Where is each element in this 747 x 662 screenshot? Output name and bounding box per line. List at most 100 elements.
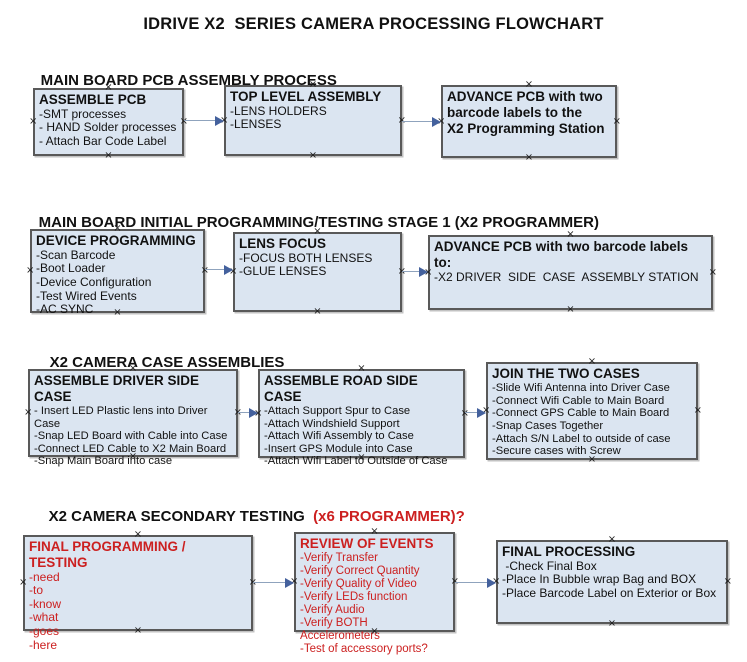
box-item: -Verify Correct Quantity	[300, 564, 420, 577]
box-item: -Verify Audio	[300, 603, 365, 616]
box-item: -SMT processes	[39, 106, 127, 121]
box-title: JOIN THE TWO CASES	[492, 366, 640, 381]
box-item: -X2 DRIVER SIDE CASE ASSEMBLY STATION	[434, 269, 699, 284]
box-title: ADVANCE PCB with two barcode labels to t…	[447, 89, 605, 136]
connection-point-icon: ×	[612, 115, 621, 127]
section-heading-pcb-assembly: MAIN BOARD PCB ASSEMBLY PROCESS	[24, 55, 337, 106]
box-item-list: -Verify Transfer-Verify Correct Quantity…	[300, 552, 449, 656]
box-item-list: -X2 DRIVER SIDE CASE ASSEMBLY STATION	[434, 269, 707, 285]
box-item: -Snap Cases Together	[492, 419, 604, 432]
box-item: -Place Barcode Label on Exterior or Box	[502, 586, 717, 601]
box-item-list: - Insert LED Plastic lens into Driver Ca…	[34, 405, 232, 468]
flow-box-assemble-pcb[interactable]: ASSEMBLE PCB -SMT processes- HAND Solder…	[29, 83, 188, 161]
box-item: -Verify Quality of Video	[300, 577, 417, 590]
box-item-list: -SMT processes- HAND Solder processes- A…	[39, 106, 178, 149]
box-title: ASSEMBLE DRIVER SIDE CASE	[34, 373, 200, 404]
section-heading-text: X2 CAMERA SECONDARY TESTING	[48, 508, 305, 525]
arrow-line	[455, 582, 489, 583]
box-item-list: -Scan Barcode-Boot Loader-Device Configu…	[36, 248, 199, 317]
arrow-head-icon	[224, 265, 233, 275]
box-title: TOP LEVEL ASSEMBLY	[230, 89, 382, 104]
flow-box-review-of-events[interactable]: REVIEW OF EVENTS -Verify Transfer-Verify…	[290, 527, 459, 655]
box-item: -here	[29, 637, 58, 652]
section-heading-initial-programming: MAIN BOARD INITIAL PROGRAMMING/TESTING S…	[22, 197, 599, 248]
connection-point-icon: ×	[313, 306, 322, 317]
connection-point-icon: ×	[607, 618, 617, 629]
connection-point-icon: ×	[19, 577, 28, 588]
box-item: -know	[29, 596, 62, 611]
flow-box-device-programming[interactable]: DEVICE PROGRAMMING -Scan Barcode-Boot Lo…	[26, 224, 209, 318]
box-item: -Secure cases with Screw	[492, 445, 621, 458]
flow-box-top-level-assembly[interactable]: TOP LEVEL ASSEMBLY -LENS HOLDERS-LENSES …	[220, 80, 406, 161]
connection-point-icon: ×	[460, 407, 469, 419]
arrow-line	[402, 271, 421, 272]
connection-point-icon: ×	[200, 265, 209, 276]
flow-box-assemble-driver-side-case[interactable]: ASSEMBLE DRIVER SIDE CASE - Insert LED P…	[24, 364, 242, 468]
box-item: -Connect LED Cable to X2 Main Board	[34, 442, 227, 455]
connection-point-icon: ×	[179, 116, 188, 127]
box-item-list: -need-to-know-what-goes-here	[29, 570, 247, 652]
flow-box-assemble-road-side-case[interactable]: ASSEMBLE ROAD SIDE CASE -Attach Support …	[254, 364, 469, 468]
box-item: -Attach Support Spur to Case	[264, 404, 411, 417]
connection-point-icon: ×	[248, 577, 257, 588]
connection-point-icon: ×	[308, 150, 318, 161]
box-item: -Place In Bubble wrap Bag and BOX	[502, 572, 697, 587]
arrow-line	[402, 121, 434, 122]
connection-point-icon: ×	[524, 152, 534, 163]
box-item: -to	[29, 583, 44, 598]
box-item-list: -Check Final Box-Place In Bubble wrap Ba…	[502, 558, 722, 601]
box-item: -Check Final Box	[502, 558, 597, 573]
section-heading-text: MAIN BOARD INITIAL PROGRAMMING/TESTING S…	[38, 214, 599, 231]
box-title: FINAL PROCESSING	[502, 544, 636, 559]
flow-box-final-programming-testing[interactable]: FINAL PROGRAMMING / TESTING -need-to-kno…	[19, 530, 257, 652]
box-title: ASSEMBLE PCB	[39, 92, 147, 107]
box-item: - Attach Bar Code Label	[39, 134, 167, 149]
box-item-list: -FOCUS BOTH LENSES-GLUE LENSES	[239, 250, 396, 279]
arrow-head-icon	[249, 408, 258, 418]
section-heading-red-text: (x6 PROGRAMMER)?	[304, 508, 465, 525]
flow-box-advance-pcb-programming-station[interactable]: ADVANCE PCB with two barcode labels to t…	[437, 80, 621, 163]
box-title: REVIEW OF EVENTS	[300, 536, 434, 551]
arrow-line	[465, 412, 479, 413]
connection-point-icon: ×	[708, 266, 717, 278]
box-item: -Verify Transfer	[300, 551, 378, 564]
box-item: -Verify LEDs function	[300, 590, 408, 603]
arrow-line	[253, 582, 287, 583]
box-item: -LENSES	[230, 117, 282, 132]
box-item: - Insert LED Plastic lens into Driver Ca…	[34, 404, 211, 430]
box-title: LENS FOCUS	[239, 236, 327, 251]
arrow-head-icon	[432, 117, 441, 127]
arrow-head-icon	[477, 408, 486, 418]
box-item: -AC SYNC	[36, 302, 94, 317]
box-item: -Attach Wifi Label to Outside of Case	[264, 455, 448, 468]
section-heading-text: X2 CAMERA CASE ASSEMBLIES	[49, 354, 285, 371]
box-item: -Snap LED Board with Cable into Case	[34, 430, 228, 443]
box-item: -goes	[29, 624, 60, 639]
flow-box-lens-focus[interactable]: LENS FOCUS -FOCUS BOTH LENSES-GLUE LENSE…	[229, 227, 406, 317]
connection-point-icon: ×	[24, 407, 33, 418]
box-item: -LENS HOLDERS	[230, 103, 327, 118]
box-item: -FOCUS BOTH LENSES	[239, 250, 373, 265]
flow-box-final-processing[interactable]: FINAL PROCESSING -Check Final Box-Place …	[492, 535, 732, 629]
connection-point-icon: ×	[233, 407, 242, 418]
arrow-line	[238, 412, 251, 413]
box-item-list: -Slide Wifi Antenna into Driver Case -Con…	[492, 382, 692, 458]
connection-point-icon: ×	[723, 576, 732, 587]
section-heading-text: MAIN BOARD PCB ASSEMBLY PROCESS	[40, 72, 337, 89]
arrow-line	[184, 120, 217, 121]
box-item: -Slide Wifi Antenna into Driver Case	[492, 381, 670, 394]
connection-point-icon: ×	[29, 116, 38, 127]
section-heading-secondary-testing: X2 CAMERA SECONDARY TESTING (x6 PROGRAMM…	[32, 491, 465, 542]
box-item: -Connect GPS Cable to Main Board	[492, 407, 670, 420]
arrow-head-icon	[419, 267, 428, 277]
box-title: ADVANCE PCB with two barcode labels to:	[434, 239, 689, 270]
section-heading-case-assemblies: X2 CAMERA CASE ASSEMBLIES	[33, 337, 285, 388]
box-item: -Attach Windshield Support	[264, 417, 400, 430]
box-item: -Attach S/N Label to outside of case	[492, 432, 671, 445]
box-item: -Verify BOTH Accelerometers	[300, 616, 380, 642]
box-item-list: -LENS HOLDERS-LENSES	[230, 103, 396, 132]
connection-point-icon: ×	[693, 405, 702, 416]
flow-box-join-the-two-cases[interactable]: JOIN THE TWO CASES -Slide Wifi Antenna i…	[482, 357, 702, 465]
flow-box-advance-pcb-driver-side-station[interactable]: ADVANCE PCB with two barcode labels to: …	[424, 230, 717, 315]
